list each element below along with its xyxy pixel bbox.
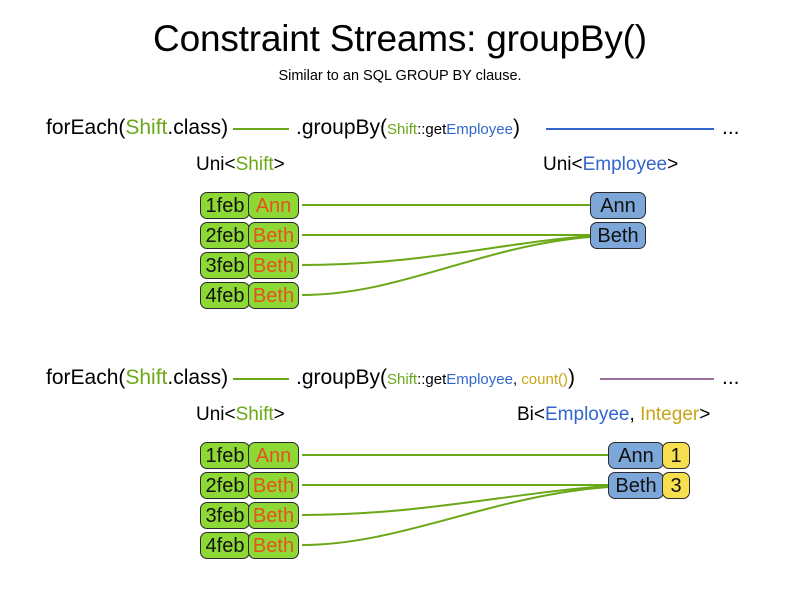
mapper-prop: Employee — [446, 121, 513, 138]
result-count: 3 — [662, 472, 690, 499]
fact-row[interactable]: 4feb Beth — [200, 532, 299, 559]
foreach-suffix: .class) — [167, 116, 229, 139]
code-groupby-2: .groupBy(Shift::getEmployee, count()) — [296, 366, 575, 390]
shift-employee: Beth — [248, 282, 299, 309]
groupby-suffix: ) — [512, 116, 520, 139]
mapper-sep: ::get — [417, 371, 447, 388]
right-type-open-2: Bi< — [517, 404, 545, 425]
shift-date: 1feb — [200, 442, 250, 469]
shift-employee: Ann — [248, 442, 299, 469]
groupby-prefix: .groupBy( — [296, 116, 388, 139]
code-line-1: forEach(Shift.class) — [46, 116, 228, 140]
foreach-suffix: .class) — [167, 366, 229, 389]
code-groupby-1: .groupBy(Shift::getEmployee) — [296, 116, 520, 140]
fact-row[interactable]: 1feb Ann — [200, 192, 299, 219]
result-row[interactable]: Ann 1 — [608, 442, 690, 469]
shift-date: 4feb — [200, 532, 250, 559]
mapper-sep: ::get — [417, 121, 447, 138]
connector-foreach-groupby-1 — [233, 128, 289, 130]
right-type-generic-2: Employee — [545, 404, 630, 425]
shift-date: 1feb — [200, 192, 250, 219]
shift-date: 3feb — [200, 252, 250, 279]
shift-employee: Beth — [248, 532, 299, 559]
fact-row[interactable]: 3feb Beth — [200, 502, 299, 529]
code-line-2: forEach(Shift.class) — [46, 366, 228, 390]
left-type-generic-1: Shift — [235, 154, 274, 175]
result-row[interactable]: Beth 3 — [608, 472, 690, 499]
result-employee: Ann — [608, 442, 664, 469]
fact-row[interactable]: 3feb Beth — [200, 252, 299, 279]
shift-employee: Beth — [248, 472, 299, 499]
result-count: 1 — [662, 442, 690, 469]
shift-employee: Beth — [248, 252, 299, 279]
edge-4feb-beth — [301, 236, 591, 296]
right-type-close-2: > — [699, 404, 711, 425]
fact-row[interactable]: 4feb Beth — [200, 282, 299, 309]
fact-row[interactable]: 2feb Beth — [200, 222, 299, 249]
page-subtitle: Similar to an SQL GROUP BY clause. — [278, 68, 522, 84]
fact-row[interactable]: 2feb Beth — [200, 472, 299, 499]
left-type-open-2: Uni< — [196, 404, 236, 425]
right-type-label-1: Uni<Employee> — [543, 154, 678, 176]
collector-sep: , — [512, 371, 522, 388]
left-type-label-2: Uni<Shift> — [196, 404, 285, 426]
connector-groupby-next-2 — [600, 378, 714, 380]
shift-date: 4feb — [200, 282, 250, 309]
page-title: Constraint Streams: groupBy() — [153, 18, 647, 59]
edge-4feb-beth-2 — [301, 486, 609, 546]
right-type-close-1: > — [667, 154, 679, 175]
mapper-type: Shift — [387, 121, 418, 138]
result-row[interactable]: Ann — [590, 192, 646, 219]
shift-date: 2feb — [200, 472, 250, 499]
right-type-generic2-2: Integer — [640, 404, 700, 425]
foreach-prefix: forEach( — [46, 366, 126, 389]
result-row[interactable]: Beth — [590, 222, 646, 249]
shift-employee: Ann — [248, 192, 299, 219]
shift-date: 2feb — [200, 222, 250, 249]
connector-foreach-groupby-2 — [233, 378, 289, 380]
result-employee: Beth — [608, 472, 664, 499]
right-type-open-1: Uni< — [543, 154, 583, 175]
result-employee: Ann — [590, 192, 646, 219]
result-employee: Beth — [590, 222, 646, 249]
right-type-generic-1: Employee — [582, 154, 668, 175]
connector-groupby-next-1 — [546, 128, 714, 130]
right-type-sep-2: , — [629, 404, 641, 425]
left-type-label-1: Uni<Shift> — [196, 154, 285, 176]
mapper-prop: Employee — [446, 371, 513, 388]
groupby-prefix: .groupBy( — [296, 366, 388, 389]
shift-employee: Beth — [248, 502, 299, 529]
collector-count: count() — [521, 371, 568, 388]
left-type-generic-2: Shift — [235, 404, 274, 425]
left-type-close-1: > — [273, 154, 285, 175]
mapper-type: Shift — [387, 371, 418, 388]
ellipsis-2: ... — [722, 366, 740, 389]
shift-employee: Beth — [248, 222, 299, 249]
foreach-type: Shift — [125, 366, 168, 389]
foreach-prefix: forEach( — [46, 116, 126, 139]
ellipsis-1: ... — [722, 116, 740, 139]
shift-date: 3feb — [200, 502, 250, 529]
groupby-suffix: ) — [567, 366, 575, 389]
right-type-label-2: Bi<Employee, Integer> — [517, 404, 710, 426]
edge-3feb-beth — [301, 235, 591, 266]
edge-3feb-beth-2 — [301, 485, 609, 516]
left-type-close-2: > — [273, 404, 285, 425]
left-type-open-1: Uni< — [196, 154, 236, 175]
foreach-type: Shift — [125, 116, 168, 139]
fact-row[interactable]: 1feb Ann — [200, 442, 299, 469]
